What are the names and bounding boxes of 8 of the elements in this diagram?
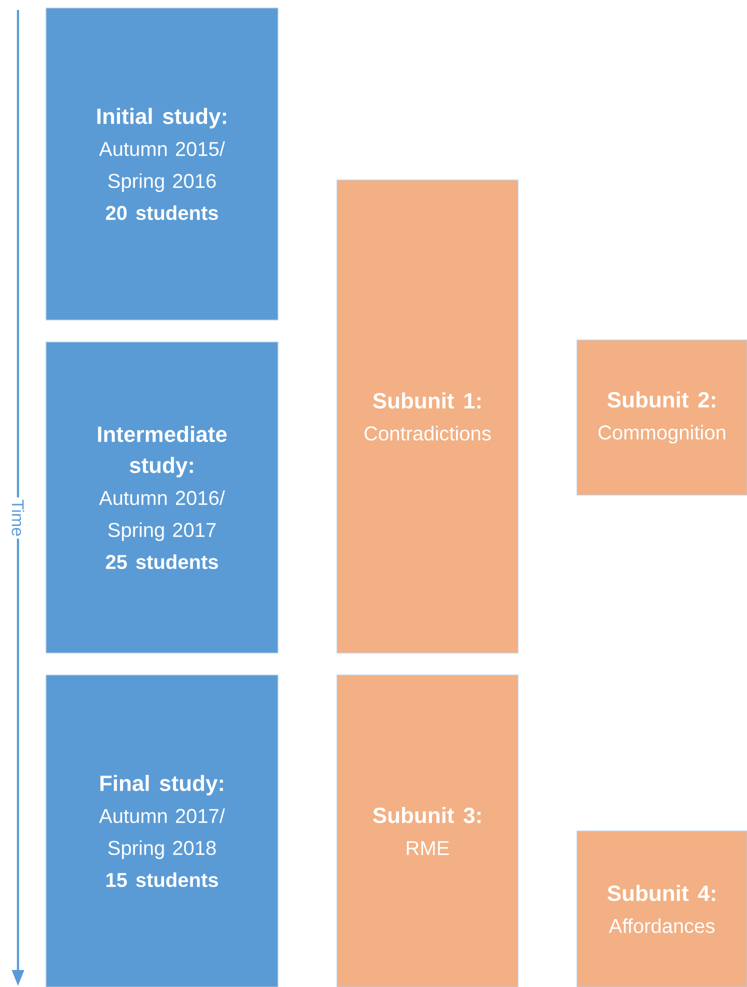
subunit-box: Subunit 1: Contradictions	[336, 180, 518, 654]
axis-label: Time	[10, 497, 26, 539]
study-box: Final study: Autumn 2017/ Spring 2018 15 students	[46, 674, 278, 987]
study-box: Intermediate study: Autumn 2016/ Spring 2017 25 students	[46, 342, 278, 654]
subunit-box: Subunit 4: Affordances	[576, 830, 747, 987]
study-box: Initial study: Autumn 2015/ Spring 2016 20 students	[46, 8, 278, 320]
subunit-box: Subunit 2: Commognition	[576, 340, 747, 496]
subunit-box: Subunit 3: RME	[336, 674, 518, 987]
